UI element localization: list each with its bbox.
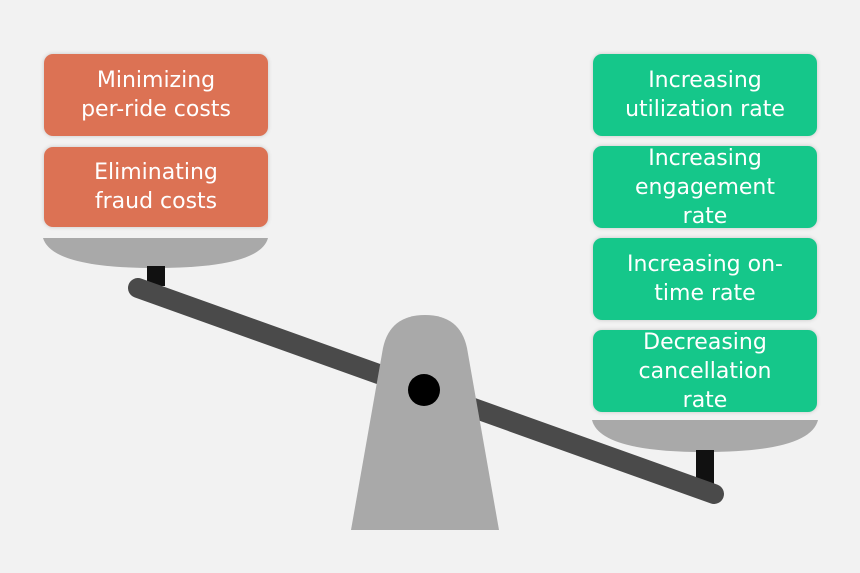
cost-box-per-ride: Minimizing per-ride costs bbox=[44, 54, 268, 136]
left-pan-post bbox=[147, 266, 165, 286]
pivot-dot bbox=[408, 374, 440, 406]
benefit-box-utilization: Increasing utilization rate bbox=[593, 54, 817, 136]
benefit-box-cancellation: Decreasing cancellation rate bbox=[593, 330, 817, 413]
right-pan-post bbox=[696, 450, 714, 488]
benefit-box-on-time: Increasing on- time rate bbox=[593, 238, 817, 320]
left-pan bbox=[43, 238, 268, 268]
cost-box-fraud: Eliminating fraud costs bbox=[44, 147, 268, 227]
right-pan bbox=[592, 420, 818, 452]
benefit-box-engagement: Increasing engagement rate bbox=[593, 146, 817, 229]
fulcrum bbox=[351, 315, 499, 530]
